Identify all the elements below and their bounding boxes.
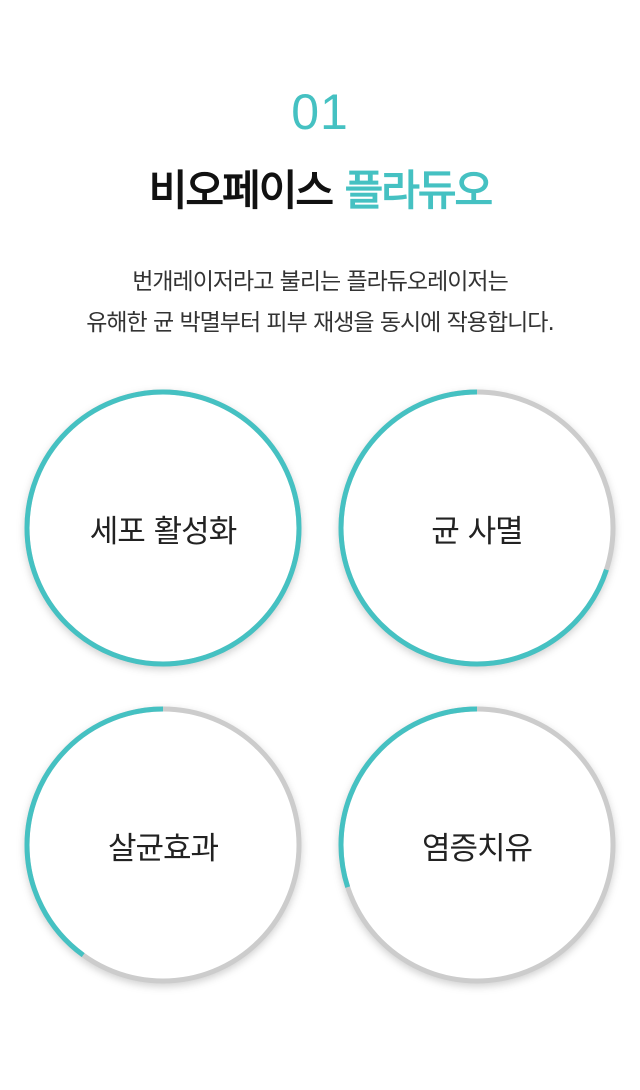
progress-ring [338,706,616,984]
ring-progress [338,389,616,667]
progress-ring [24,706,302,984]
title-product: 플라듀오 [344,166,494,215]
effect-circle-bacteria-kill: 균 사멸 [332,383,622,673]
effect-circle-cell-activation: 세포 활성화 [18,383,308,673]
description-line-2: 유해한 균 박멸부터 피부 재생을 동시에 작용합니다. [86,310,555,336]
ring-progress [24,389,302,667]
effect-circle-inflammation-healing: 염증치유 [332,700,622,990]
section-title: 비오페이스 플라듀오 [0,164,640,218]
progress-ring [338,389,616,667]
ring-progress [338,706,616,984]
effect-label: 세포 활성화 [89,513,237,550]
step-number: 01 [291,84,349,140]
description: 번개레이저라고 불리는 플라듀오레이저는 유해한 균 박멸부터 피부 재생을 동… [0,262,640,344]
progress-ring [24,389,302,667]
effect-label: 균 사멸 [431,513,523,550]
effect-label: 염증치유 [421,830,533,867]
effect-label: 살균효과 [107,830,219,867]
effect-circle-sterilization: 살균효과 [18,700,308,990]
title-brand: 비오페이스 [148,166,334,215]
ring-progress [24,706,302,984]
description-line-1: 번개레이저라고 불리는 플라듀오레이저는 [132,269,509,295]
